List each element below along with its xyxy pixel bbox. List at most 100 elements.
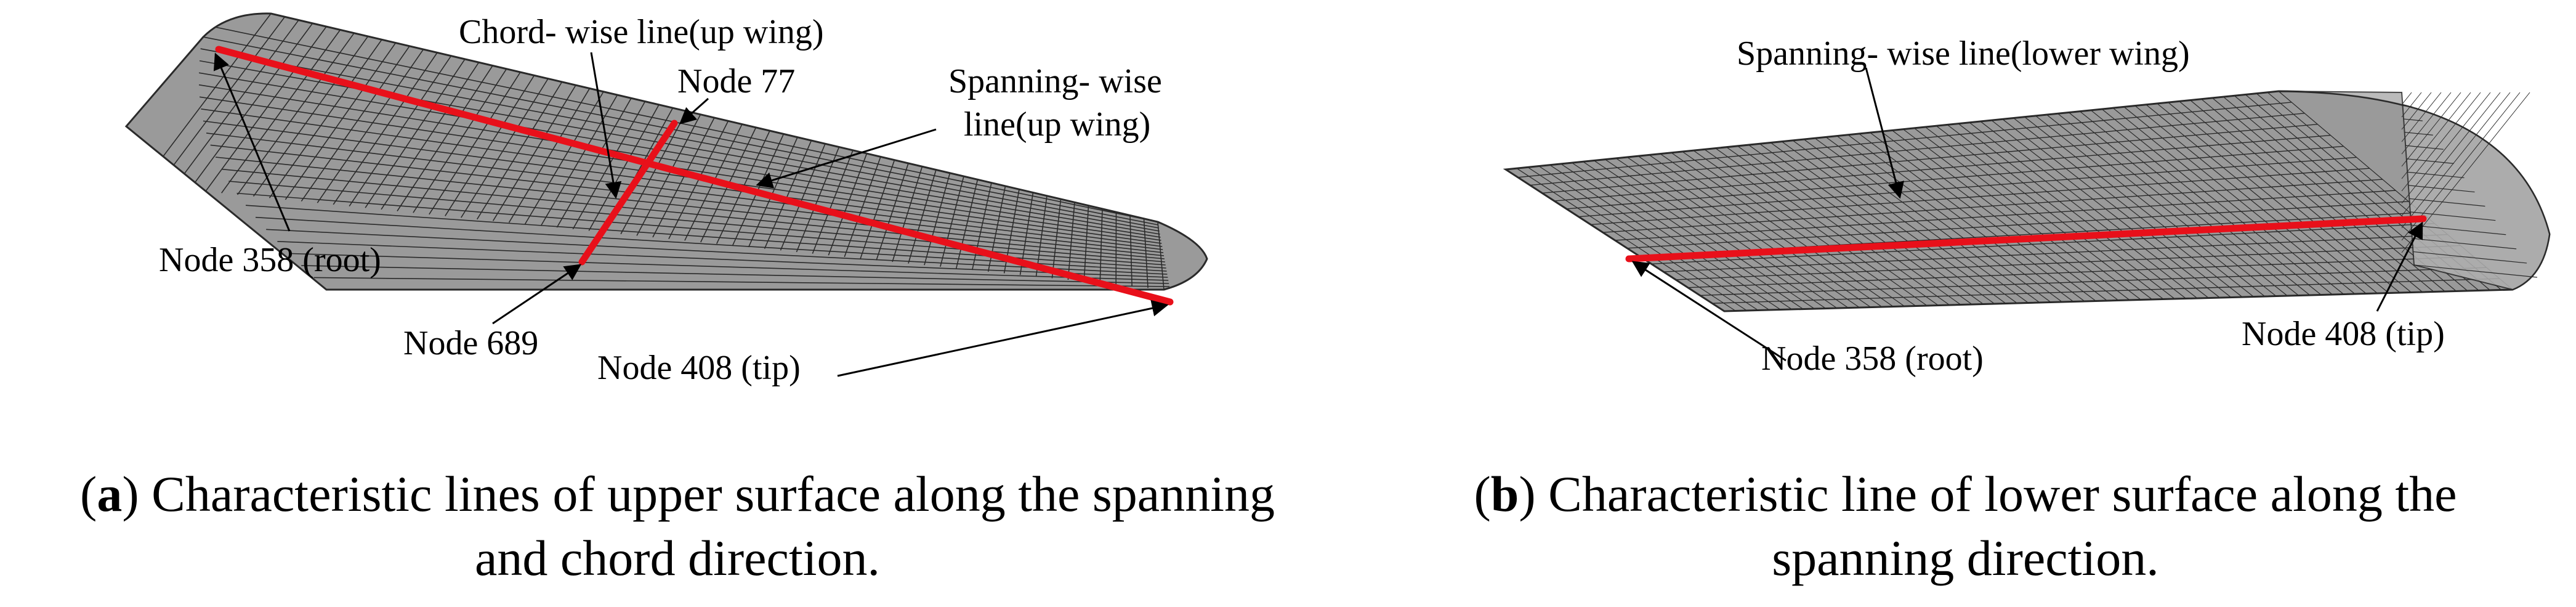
- mesh-line: [1035, 195, 1048, 277]
- mesh-line: [266, 229, 1168, 275]
- mesh-line: [1626, 157, 1849, 308]
- mesh-line: [796, 147, 840, 253]
- mesh-line: [1605, 159, 1826, 309]
- mesh-line: [236, 33, 355, 195]
- label-spanning-wise-line1: Spanning- wise: [948, 62, 1162, 100]
- mesh-line: [2101, 108, 2333, 295]
- mesh-line: [1083, 205, 1089, 282]
- mesh-line: [940, 176, 964, 267]
- spanning-wise-line-upper: [215, 46, 1174, 306]
- mesh-line: [2401, 92, 2461, 167]
- mesh-line: [2408, 185, 2475, 193]
- caption-a: (a) Characteristic lines of upper surfac…: [0, 462, 1355, 590]
- caption-a-line1: ) Characteristic lines of upper surface …: [122, 466, 1275, 522]
- mesh-line: [1099, 208, 1103, 283]
- caption-a-letter: a: [97, 466, 123, 522]
- mesh-line: [317, 49, 424, 203]
- mesh-line: [1682, 151, 1905, 307]
- mesh-line: [1726, 147, 1950, 306]
- mesh-line: [620, 111, 687, 235]
- mesh-line: [269, 39, 382, 198]
- label-chord-wise-line: Chord- wise line(up wing): [459, 13, 824, 51]
- mesh-line: [141, 13, 272, 185]
- mesh-line: [2046, 114, 2277, 296]
- mesh-line: [2401, 92, 2511, 229]
- mesh-line: [1825, 136, 2051, 303]
- mesh-line: [1516, 168, 1736, 311]
- mesh-line: [1737, 145, 1961, 305]
- spanning-wise-line-lower: [1625, 215, 2427, 263]
- mesh-line: [1881, 131, 2108, 301]
- mesh-line: [2411, 224, 2506, 235]
- mesh-line: [1715, 148, 1939, 306]
- mesh-line: [429, 71, 521, 215]
- mesh-line: [636, 114, 701, 236]
- mesh-line: [860, 160, 895, 259]
- mesh-line: [1980, 121, 2209, 298]
- mesh-line: [1157, 221, 1165, 290]
- panel-b-lower-wing: Spanning- wise line(lower wing) Node 358…: [1355, 0, 2576, 607]
- mesh-line: [2413, 251, 2527, 264]
- mesh-line: [1792, 140, 2017, 304]
- mesh-line: [2134, 105, 2367, 294]
- mesh-line: [572, 101, 646, 230]
- mesh-line: [1924, 126, 2153, 300]
- mesh-line: [2401, 92, 2412, 105]
- mesh-line: [301, 46, 410, 202]
- mesh-line: [277, 241, 1168, 278]
- mesh-line: [189, 23, 313, 190]
- mesh-line: [1671, 152, 1894, 307]
- mesh-line: [2401, 92, 2442, 142]
- upper-wing-mesh-grid: [141, 13, 1170, 290]
- mesh-line: [1836, 136, 2062, 303]
- mesh-line: [445, 75, 535, 216]
- mesh-line: [477, 81, 563, 220]
- caption-b-line1: ) Characteristic line of lower surface a…: [1519, 466, 2457, 522]
- caption-b-line2: spanning direction.: [1772, 530, 2159, 586]
- mesh-line: [1947, 124, 2175, 299]
- mesh-line: [236, 192, 1166, 266]
- mesh-line: [1859, 133, 2085, 302]
- mesh-line: [764, 140, 812, 249]
- mesh-line: [1649, 154, 1871, 308]
- mesh-line: [1527, 166, 1747, 311]
- mesh-line: [301, 265, 1169, 284]
- mesh-line: [221, 168, 1165, 259]
- mesh-line: [828, 153, 868, 256]
- mesh-line: [2190, 100, 2423, 293]
- mesh-line: [1583, 161, 1804, 309]
- label-node-689: Node 689: [403, 324, 538, 362]
- mesh-line: [2201, 99, 2434, 292]
- label-node-358-root-a: Node 358 (root): [159, 241, 381, 279]
- mesh-line: [2013, 118, 2243, 298]
- mesh-line: [206, 132, 1163, 250]
- mesh-line: [2410, 211, 2496, 221]
- mesh-line: [492, 84, 576, 221]
- leader-spanning-lower: [1865, 67, 1904, 199]
- mesh-line: [2401, 92, 2530, 253]
- mesh-line: [2401, 92, 2491, 204]
- mesh-line: [2404, 118, 2423, 121]
- mesh-line: [1704, 149, 1928, 306]
- mesh-line: [413, 68, 507, 213]
- mesh-line: [540, 94, 618, 226]
- mesh-line: [1693, 150, 1916, 306]
- caption-b: (b) Characteristic line of lower surface…: [1355, 462, 2576, 590]
- mesh-line: [844, 157, 881, 258]
- mesh-line: [1129, 215, 1133, 287]
- leader-node-358-a: [213, 52, 291, 232]
- mesh-line: [812, 150, 854, 254]
- mesh-line: [1051, 198, 1062, 279]
- mesh-line: [1903, 129, 2130, 301]
- mesh-line: [1637, 155, 1860, 308]
- leader-node-358-b: [1631, 261, 1787, 362]
- label-node-408-tip-b: Node 408 (tip): [2242, 315, 2445, 353]
- mesh-line: [210, 144, 1164, 253]
- mesh-line: [2401, 92, 2422, 118]
- mesh-line: [1748, 144, 1972, 305]
- mesh-line: [2090, 110, 2322, 295]
- upper-wing-mesh-figure: Chord- wise line(up wing) Node 77 Spanni…: [124, 12, 1208, 387]
- mesh-line: [2405, 145, 2444, 150]
- mesh-line: [956, 179, 979, 269]
- mesh-line: [2212, 97, 2445, 292]
